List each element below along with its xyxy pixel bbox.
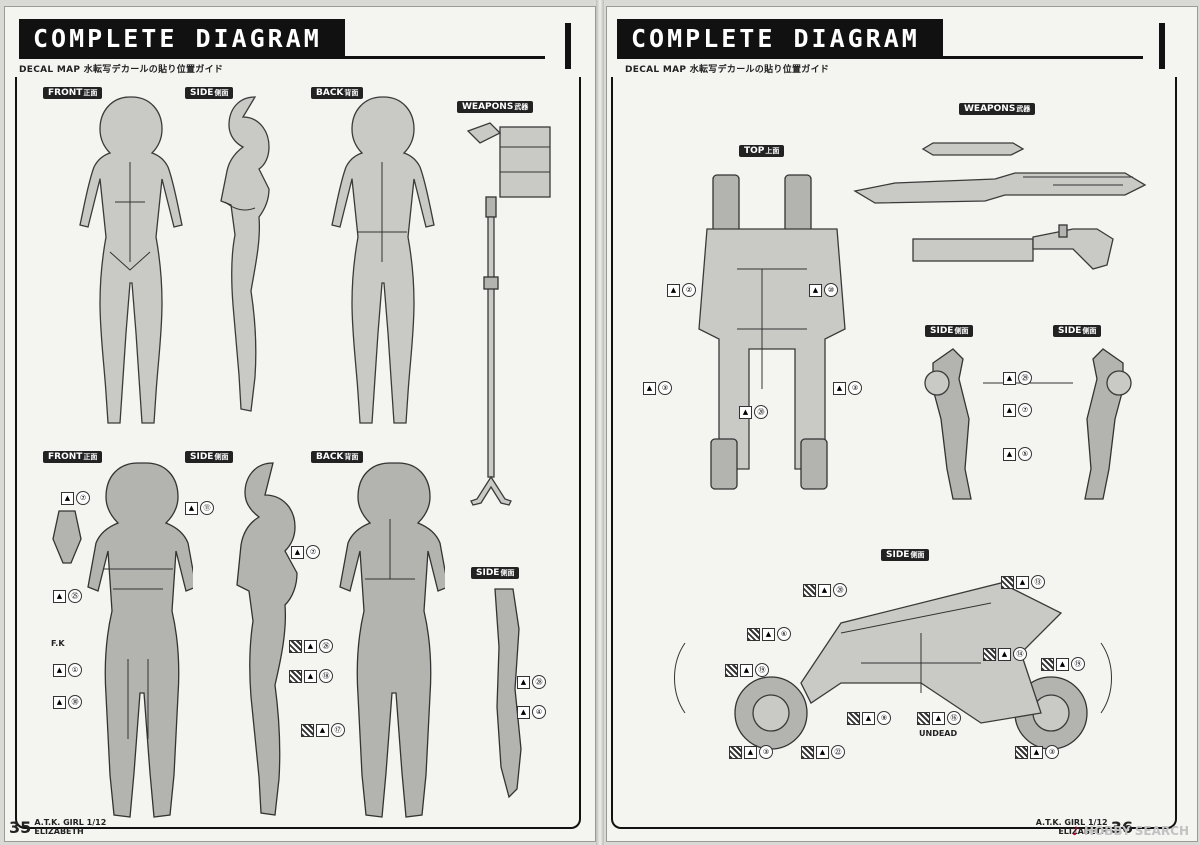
left-title: COMPLETE DIAGRAM — [19, 19, 345, 59]
left-frame — [15, 77, 581, 829]
decal-callout: ▲⑯ — [917, 711, 961, 725]
label-back-armor: BACK背面 — [311, 451, 364, 463]
shoulder-part-illustration — [52, 510, 82, 564]
fk-decal-text: F.K — [51, 639, 65, 648]
label-weapons: WEAPONS武器 — [959, 103, 1036, 115]
decal-callout: ▲③ — [729, 745, 773, 759]
label-side-left: SIDE側面 — [925, 325, 974, 337]
figure-back-armor-illustration — [339, 462, 445, 818]
weapons-illustration — [853, 142, 1147, 270]
label-back: BACK背面 — [311, 87, 364, 99]
figure-back-illustration — [331, 96, 435, 424]
label-side-leg: SIDE側面 — [471, 567, 520, 579]
leg-armor-side-illustration — [494, 588, 522, 799]
decal-callout: ▲⑨ — [847, 711, 891, 725]
decal-callout: ▲⑦ — [291, 545, 320, 559]
decal-callout: ▲⑬ — [1001, 575, 1045, 589]
figure-front-illustration — [79, 96, 183, 424]
decal-callout: ▲⑦ — [1003, 403, 1032, 417]
page-gutter — [596, 0, 604, 845]
decal-callout: ▲㉒ — [801, 745, 845, 759]
undead-decal-text: UNDEAD — [919, 729, 958, 738]
decal-callout: ▲㉕ — [53, 589, 82, 603]
decal-callout: ▲③ — [1015, 745, 1059, 759]
decal-callout: ▲③ — [833, 381, 862, 395]
label-side-right: SIDE側面 — [1053, 325, 1102, 337]
decal-callout: ▲㉖ — [289, 639, 333, 653]
label-weapons: WEAPONS武器 — [457, 101, 534, 113]
decal-callout: ▲⑰ — [301, 723, 345, 737]
figure-side-armor-illustration — [236, 462, 298, 816]
decal-callout: ▲⑳ — [803, 583, 847, 597]
mech-legs-side-illustration — [924, 348, 1132, 500]
decal-callout: ▲① — [53, 663, 82, 677]
figure-front-armor-illustration — [87, 462, 193, 818]
decal-callout: ▲⑤ — [1003, 447, 1032, 461]
decal-callout: ▲⑪ — [185, 501, 214, 515]
label-side-bike: SIDE側面 — [881, 549, 930, 561]
decal-callout: ▲⑱ — [289, 669, 333, 683]
title-endbar — [565, 23, 571, 69]
figure-side-illustration — [220, 96, 270, 412]
decal-callout: ▲⑥ — [747, 627, 791, 641]
title-rule — [943, 56, 1143, 59]
mech-top-view-illustration — [698, 174, 846, 490]
right-title: COMPLETE DIAGRAM — [617, 19, 943, 59]
label-side: SIDE側面 — [185, 87, 234, 99]
label-top: TOP上面 — [739, 145, 785, 157]
decal-callout: ▲⑲ — [725, 663, 769, 677]
weapon-staff-illustration — [466, 122, 551, 506]
left-page: COMPLETE DIAGRAM DECAL MAP 水転写デカールの貼り位置ガ… — [4, 6, 596, 842]
decal-callout: ▲② — [667, 283, 696, 297]
title-endbar — [1159, 23, 1165, 69]
decal-callout: ▲㉚ — [53, 695, 82, 709]
decal-callout: ▲④ — [517, 705, 546, 719]
decal-callout: ▲⑲ — [1041, 657, 1085, 671]
title-rule — [345, 56, 545, 59]
right-page: COMPLETE DIAGRAM DECAL MAP 水転写デカールの貼り位置ガ… — [606, 6, 1198, 842]
decal-callout: ▲㉘ — [517, 675, 546, 689]
decal-callout: ▲⑭ — [983, 647, 1027, 661]
left-subtitle: DECAL MAP 水転写デカールの貼り位置ガイド — [19, 65, 224, 75]
label-side-armor: SIDE側面 — [185, 451, 234, 463]
right-frame — [611, 77, 1177, 829]
label-front: FRONT正面 — [43, 87, 103, 99]
decal-callout: ▲⑩ — [809, 283, 838, 297]
decal-callout: ▲⑳ — [739, 405, 768, 419]
label-front-armor: FRONT正面 — [43, 451, 103, 463]
decal-callout: ▲③ — [643, 381, 672, 395]
hobby-search-watermark: ♪ HOBBY SEARCH — [1072, 824, 1189, 838]
decal-callout: ▲⑦ — [61, 491, 90, 505]
decal-callout: ▲㉙ — [1003, 371, 1032, 385]
right-subtitle: DECAL MAP 水転写デカールの貼り位置ガイド — [625, 65, 830, 75]
